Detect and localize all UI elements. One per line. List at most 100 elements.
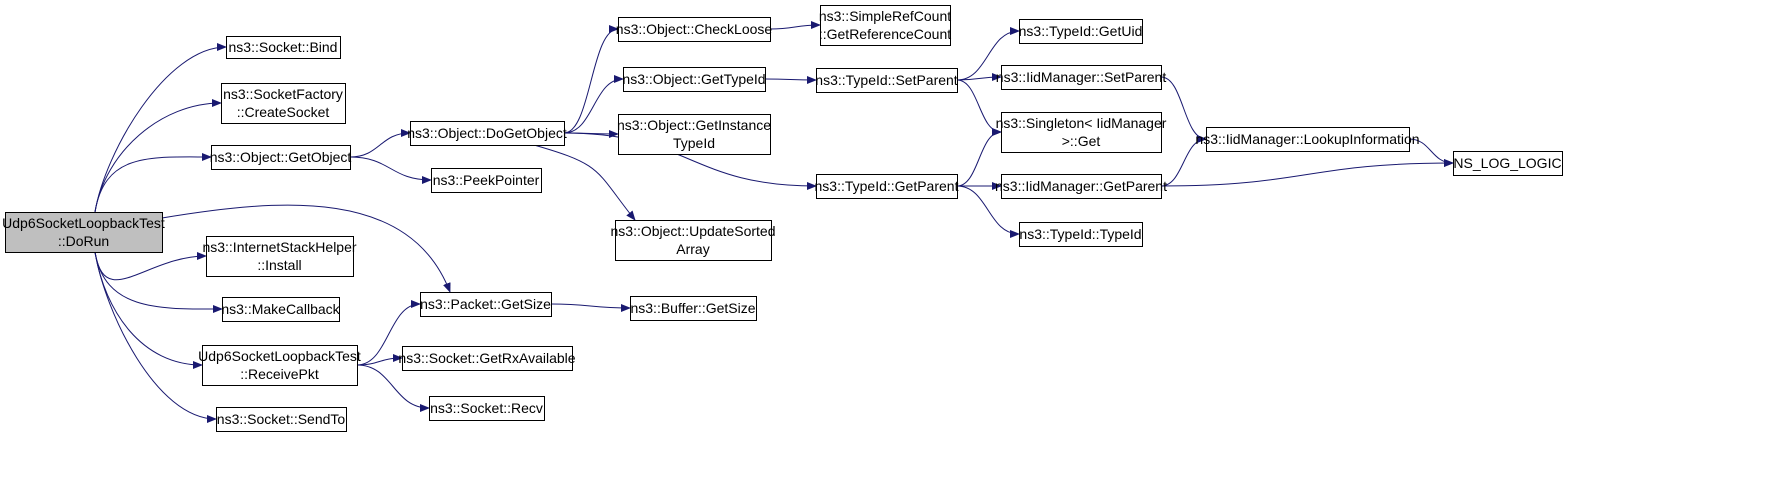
node-box bbox=[618, 114, 771, 155]
node-ns-log-logic[interactable]: NS_LOG_LOGIC bbox=[1453, 151, 1563, 176]
edge-ns3-iidmanager-setparent-to-ns3-iidmanager-lookupinformation bbox=[1160, 76, 1207, 143]
node-box bbox=[216, 407, 347, 432]
node-label: ::GetReferenceCount bbox=[819, 26, 951, 42]
edge-ns3-object-getobject-to-ns3-peekpointer bbox=[349, 156, 432, 184]
edge-ns3-object-getobject-to-ns3-object-dogetobject bbox=[349, 129, 411, 158]
node-ns3-object-getobject[interactable]: ns3::Object::GetObject bbox=[210, 145, 352, 170]
node-label: >::Get bbox=[1062, 133, 1101, 149]
node-label: ns3::Singleton< IidManager bbox=[996, 115, 1167, 131]
node-udp6socketloopbacktest-dorun[interactable]: Udp6SocketLoopbackTest::DoRun bbox=[2, 212, 165, 253]
node-box bbox=[226, 36, 341, 59]
node-ns3-iidmanager-lookupinformation[interactable]: ns3::IidManager::LookupInformation bbox=[1195, 127, 1420, 152]
node-label: ns3::SocketFactory bbox=[223, 86, 343, 102]
edge-ns3-typeid-getparent-to-ns3-typeid-typeid bbox=[956, 185, 1020, 238]
node-ns3-socket-recv[interactable]: ns3::Socket::Recv bbox=[429, 396, 545, 421]
edge-udp6socketloopbacktest-dorun-to-ns3-internetstackhelper-install bbox=[94, 251, 207, 281]
node-label: ns3::IidManager::LookupInformation bbox=[1195, 131, 1419, 147]
node-box bbox=[1019, 19, 1143, 44]
edge-ns3-iidmanager-getparent-to-ns3-iidmanager-lookupinformation bbox=[1160, 135, 1207, 187]
node-label: ns3::Object::CheckLoose bbox=[616, 21, 773, 37]
node-box bbox=[820, 5, 951, 46]
node-ns3-object-gettypeid[interactable]: ns3::Object::GetTypeId bbox=[622, 67, 766, 92]
node-ns3-peekpointer[interactable]: ns3::PeekPointer bbox=[431, 168, 542, 193]
node-label: ns3::Object::DoGetObject bbox=[407, 125, 567, 141]
node-label: ::ReceivePkt bbox=[240, 366, 319, 382]
node-label: ns3::Socket::Bind bbox=[229, 39, 338, 55]
node-label: ns3::IidManager::GetParent bbox=[995, 178, 1167, 194]
node-box bbox=[816, 174, 958, 199]
node-label: Udp6SocketLoopbackTest bbox=[198, 348, 361, 364]
node-box bbox=[202, 345, 358, 386]
node-box bbox=[623, 67, 766, 92]
node-ns3-object-checkloose[interactable]: ns3::Object::CheckLoose bbox=[616, 17, 773, 42]
node-box bbox=[5, 212, 163, 253]
node-label: ns3::MakeCallback bbox=[221, 301, 340, 317]
node-label: NS_LOG_LOGIC bbox=[1453, 155, 1561, 171]
node-label: ns3::Object::GetObject bbox=[210, 149, 352, 165]
node-box bbox=[615, 220, 772, 261]
node-label: ns3::TypeId::SetParent bbox=[815, 72, 958, 88]
edge-ns3-object-gettypeid-to-ns3-typeid-setparent bbox=[764, 75, 817, 84]
nodes-layer: Udp6SocketLoopbackTest::DoRunns3::Socket… bbox=[2, 5, 1563, 432]
node-ns3-internetstackhelper-install[interactable]: ns3::InternetStackHelper::Install bbox=[202, 236, 357, 277]
edge-ns3-object-dogetobject-to-ns3-typeid-getparent bbox=[563, 132, 817, 190]
edge-ns3-typeid-setparent-to-ns3-singleton-iidmanager-get bbox=[956, 79, 1002, 136]
edge-udp6socketloopbacktest-dorun-to-ns3-makecallback bbox=[94, 251, 223, 314]
node-label: TypeId bbox=[673, 135, 715, 151]
edge-udp6socketloopbacktest-dorun-to-ns3-socket-sendto bbox=[94, 251, 217, 423]
node-ns3-typeid-getuid[interactable]: ns3::TypeId::GetUid bbox=[1019, 19, 1143, 44]
node-box bbox=[1001, 65, 1162, 90]
node-ns3-iidmanager-setparent[interactable]: ns3::IidManager::SetParent bbox=[996, 65, 1167, 90]
edge-udp6socketloopbacktest-dorun-to-ns3-object-getobject bbox=[94, 152, 212, 213]
node-label: ns3::TypeId::GetParent bbox=[815, 178, 959, 194]
node-label: ns3::TypeId::TypeId bbox=[1019, 226, 1141, 242]
node-ns3-iidmanager-getparent[interactable]: ns3::IidManager::GetParent bbox=[995, 174, 1167, 199]
edge-ns3-object-dogetobject-to-ns3-object-checkloose bbox=[563, 25, 619, 134]
edge-ns3-object-checkloose-to-ns3-simplerefcount-getreferencecount bbox=[769, 21, 821, 30]
edge-ns3-object-dogetobject-to-ns3-object-gettypeid bbox=[563, 75, 624, 134]
edge-udp6socketloopbacktest-receivepkt-to-ns3-socket-getrxavailable bbox=[356, 354, 403, 366]
node-label: Udp6SocketLoopbackTest bbox=[2, 215, 165, 231]
edge-ns3-typeid-setparent-to-ns3-typeid-getuid bbox=[956, 27, 1020, 81]
node-box bbox=[221, 83, 346, 124]
node-label: ::DoRun bbox=[58, 233, 109, 249]
node-box bbox=[429, 396, 545, 421]
node-ns3-simplerefcount-getreferencecount[interactable]: ns3::SimpleRefCount::GetReferenceCount bbox=[819, 5, 951, 46]
node-box bbox=[618, 17, 771, 42]
node-box bbox=[222, 297, 340, 322]
node-label: ns3::Object::GetInstance bbox=[617, 117, 771, 133]
node-ns3-typeid-typeid[interactable]: ns3::TypeId::TypeId bbox=[1019, 222, 1143, 247]
node-box bbox=[630, 296, 757, 321]
node-label: ns3::Packet::GetSize bbox=[420, 296, 551, 312]
node-label: ns3::TypeId::GetUid bbox=[1019, 23, 1143, 39]
node-label: Array bbox=[676, 241, 709, 257]
node-box bbox=[816, 68, 958, 93]
edge-ns3-typeid-getparent-to-ns3-singleton-iidmanager-get bbox=[956, 128, 1002, 187]
node-box bbox=[206, 236, 354, 277]
node-box bbox=[1206, 127, 1410, 152]
node-ns3-singleton-iidmanager-get[interactable]: ns3::Singleton< IidManager>::Get bbox=[996, 112, 1167, 153]
node-box bbox=[431, 168, 542, 193]
node-ns3-packet-getsize[interactable]: ns3::Packet::GetSize bbox=[420, 292, 552, 317]
node-ns3-typeid-getparent[interactable]: ns3::TypeId::GetParent bbox=[815, 174, 959, 199]
node-label: ns3::Object::GetTypeId bbox=[622, 71, 765, 87]
node-ns3-buffer-getsize[interactable]: ns3::Buffer::GetSize bbox=[630, 296, 757, 321]
node-ns3-typeid-setparent[interactable]: ns3::TypeId::SetParent bbox=[815, 68, 958, 93]
node-ns3-socket-getrxavailable[interactable]: ns3::Socket::GetRxAvailable bbox=[398, 346, 576, 371]
node-box bbox=[420, 292, 552, 317]
node-label: ns3::Socket::SendTo bbox=[217, 411, 346, 427]
node-ns3-makecallback[interactable]: ns3::MakeCallback bbox=[221, 297, 341, 322]
node-label: ns3::Object::UpdateSorted bbox=[611, 223, 776, 239]
node-box bbox=[1019, 222, 1143, 247]
node-ns3-socket-bind[interactable]: ns3::Socket::Bind bbox=[226, 36, 341, 59]
edge-udp6socketloopbacktest-dorun-to-ns3-socket-bind bbox=[94, 43, 227, 213]
node-ns3-object-dogetobject[interactable]: ns3::Object::DoGetObject bbox=[407, 121, 567, 146]
node-ns3-socket-sendto[interactable]: ns3::Socket::SendTo bbox=[216, 407, 347, 432]
node-udp6socketloopbacktest-receivepkt[interactable]: Udp6SocketLoopbackTest::ReceivePkt bbox=[198, 345, 361, 386]
edge-udp6socketloopbacktest-receivepkt-to-ns3-socket-recv bbox=[356, 364, 430, 412]
node-ns3-socketfactory-createsocket[interactable]: ns3::SocketFactory::CreateSocket bbox=[221, 83, 346, 124]
edge-ns3-typeid-setparent-to-ns3-iidmanager-setparent bbox=[956, 73, 1002, 82]
